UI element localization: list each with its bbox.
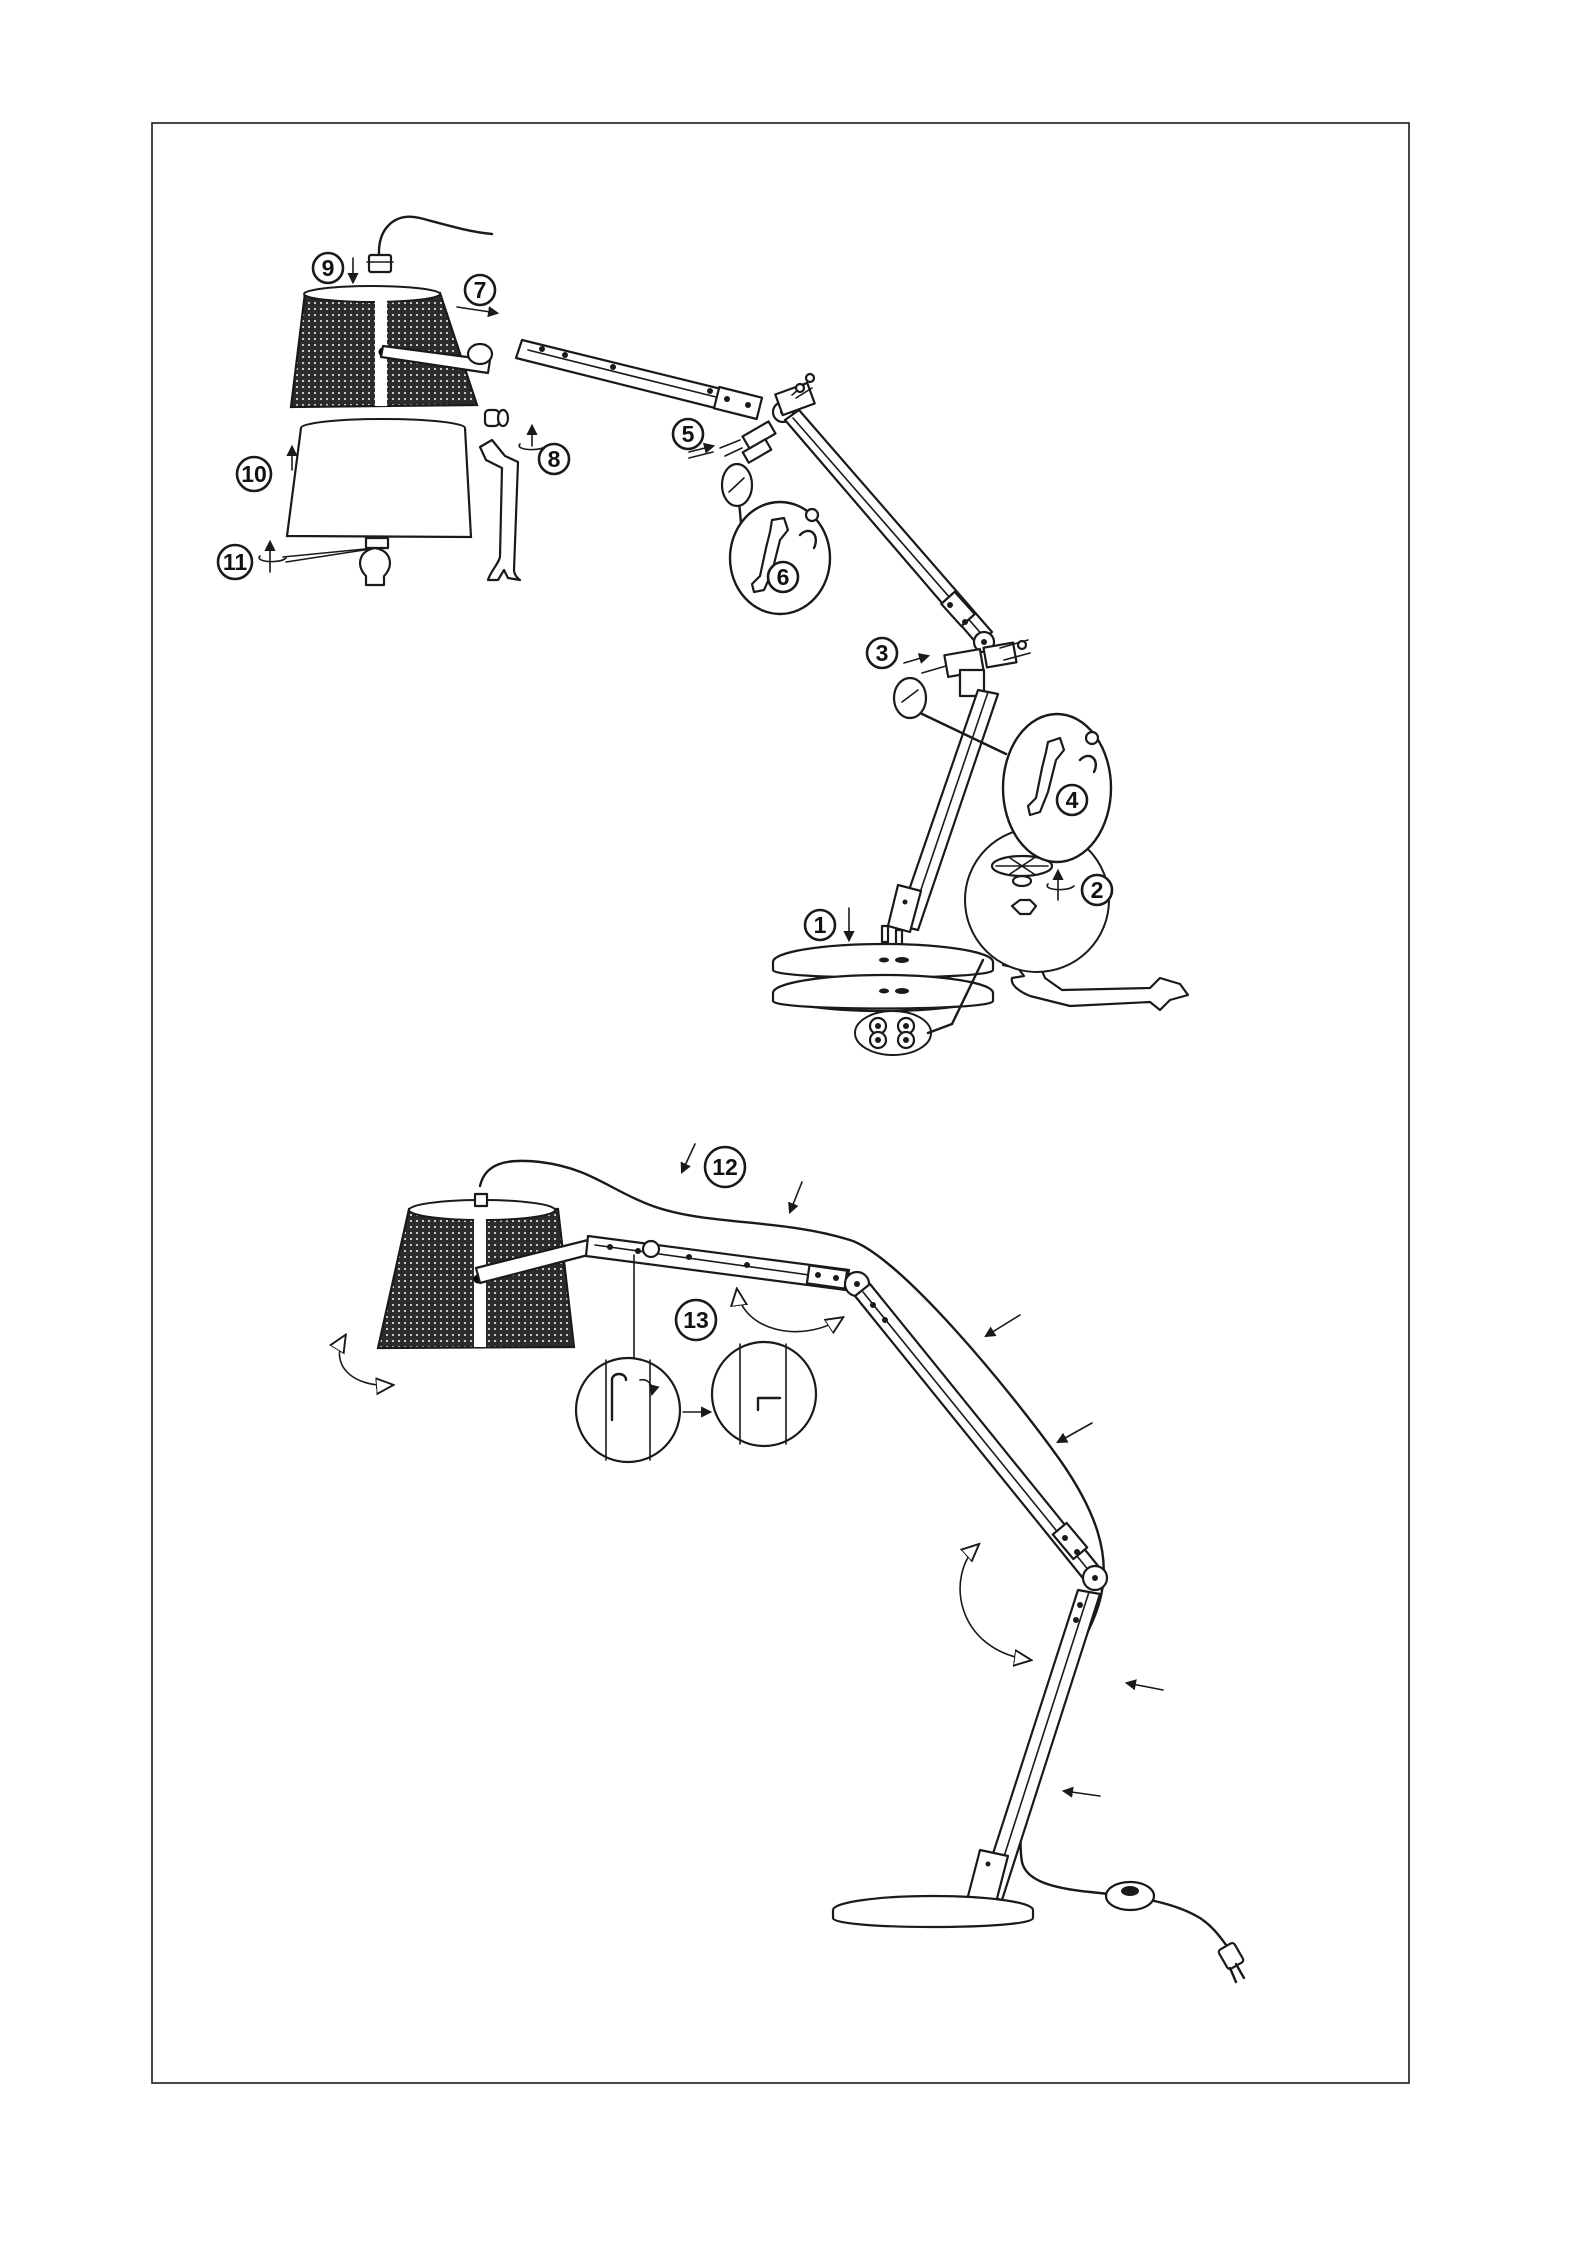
step-number: 10 — [241, 461, 267, 487]
step-badge-5: 5 — [673, 419, 703, 449]
light-bulb — [283, 538, 390, 585]
step-number: 5 — [682, 421, 695, 447]
step-number: 6 — [777, 564, 790, 590]
step-number: 11 — [223, 549, 248, 575]
step-number: 9 — [322, 255, 335, 281]
step-badge-10: 10 — [237, 457, 271, 491]
step-number: 7 — [474, 277, 487, 303]
step-number: 3 — [876, 640, 889, 666]
upper-arm — [516, 340, 762, 419]
detail-circle-4 — [894, 678, 1111, 862]
inner-white-shade — [287, 419, 471, 537]
step-badge-9: 9 — [313, 253, 343, 283]
assembled-middle-arm — [855, 1284, 1103, 1582]
small-wrench-8 — [480, 440, 520, 580]
rotate-arrow-lower — [960, 1545, 1030, 1660]
assembled-view — [339, 1144, 1244, 1982]
step-badge-12: 12 — [705, 1147, 745, 1187]
step-badge-1: 1 — [805, 910, 835, 940]
step-badge-8: 8 — [539, 444, 569, 474]
step-number: 8 — [548, 446, 561, 472]
step-badge-13: 13 — [676, 1300, 716, 1340]
cable-plug — [369, 255, 391, 272]
rotate-arrow-elbow — [737, 1290, 842, 1332]
assembled-upper-arm — [586, 1236, 849, 1290]
step-badge-7: 7 — [465, 275, 495, 305]
detail-clip-open — [576, 1358, 680, 1462]
detail-clip-closed — [712, 1342, 816, 1446]
step-number: 13 — [683, 1307, 709, 1333]
step-badge-2: 2 — [1082, 875, 1112, 905]
step-number: 2 — [1091, 877, 1104, 903]
step-number: 1 — [814, 912, 827, 938]
step-badge-4: 4 — [1057, 785, 1087, 815]
step-badge-11: 11 — [218, 545, 252, 579]
step-number: 12 — [712, 1154, 738, 1180]
base-plates — [773, 944, 993, 1011]
exploded-view — [259, 217, 1188, 1055]
base-nuts — [855, 1011, 931, 1055]
step-badge-6: 6 — [768, 562, 798, 592]
step-number: 4 — [1066, 787, 1079, 813]
assembled-lower-arm — [966, 1590, 1100, 1910]
power-plug — [1218, 1942, 1245, 1982]
assembled-base — [833, 1896, 1033, 1927]
power-cable — [379, 217, 492, 255]
step-badge-3: 3 — [867, 638, 897, 668]
